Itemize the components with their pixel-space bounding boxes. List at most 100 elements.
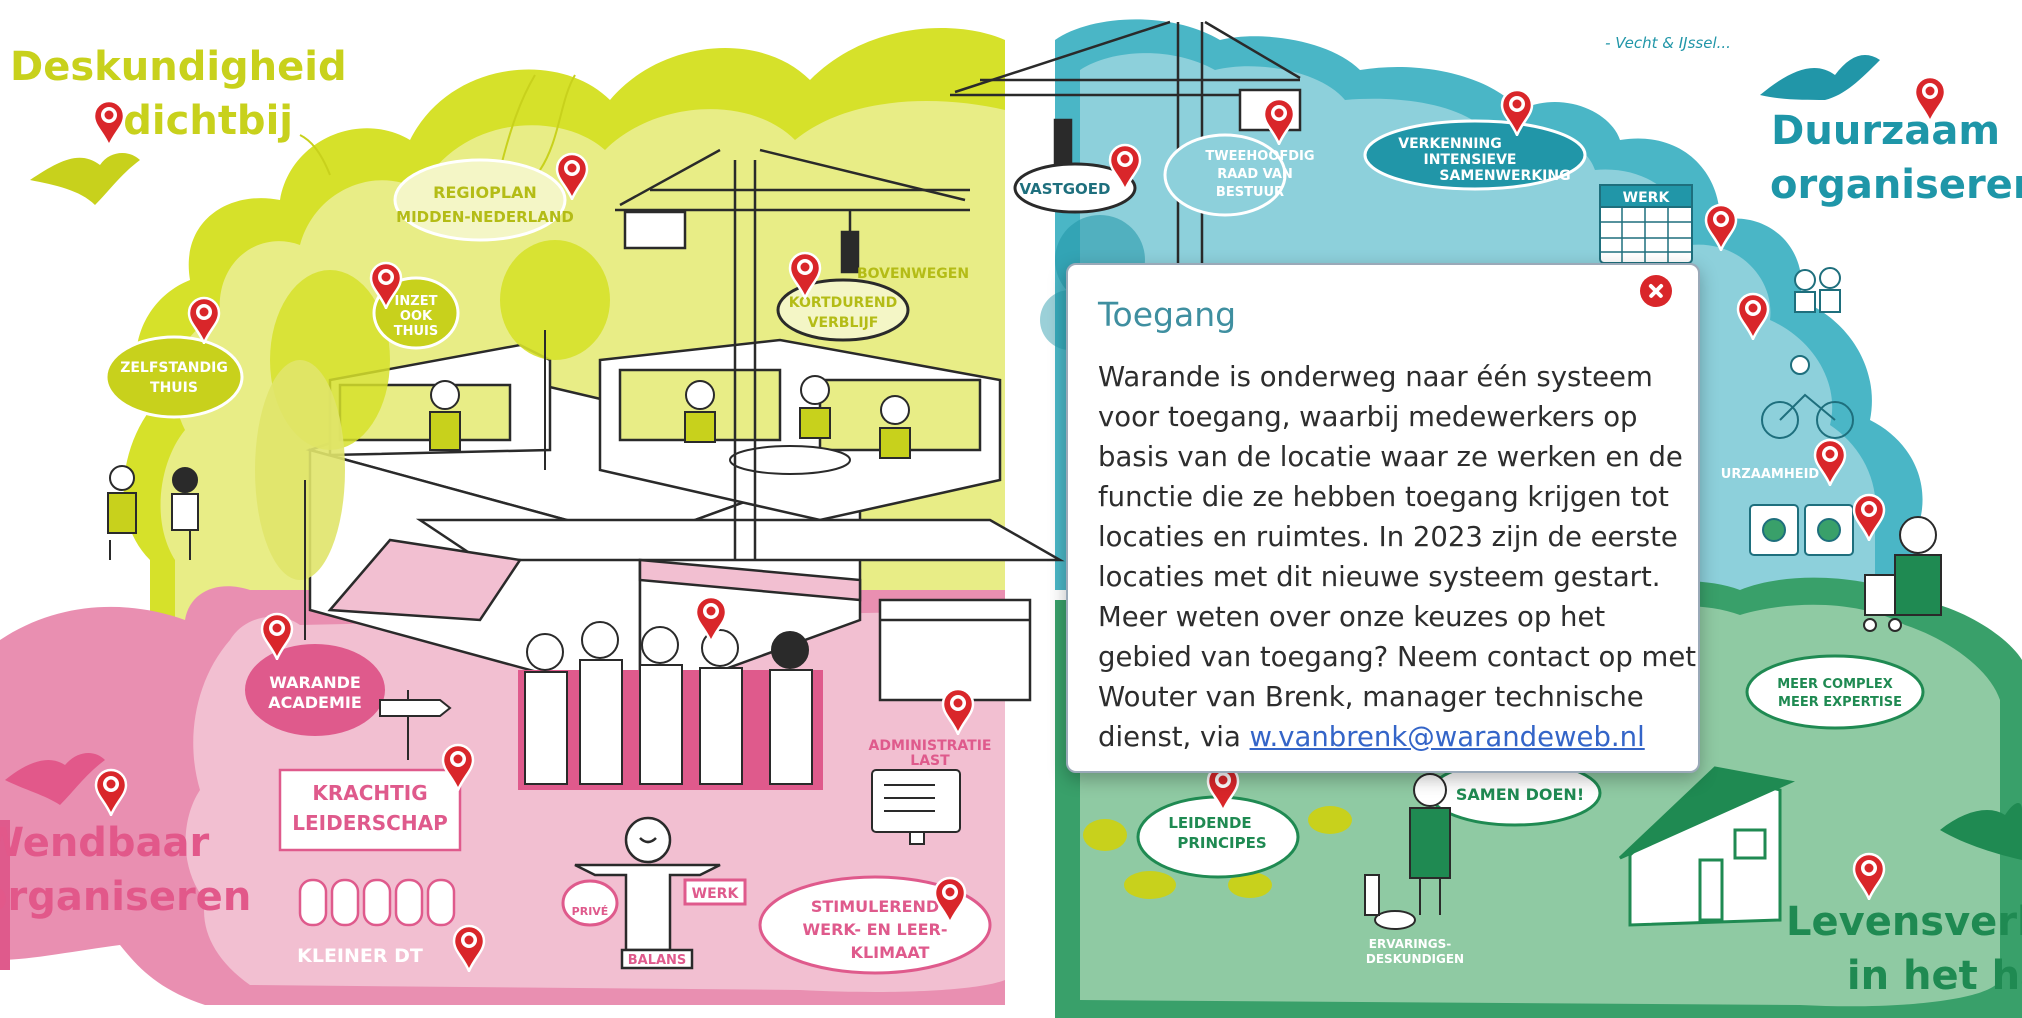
label-balans: BALANS [628,953,687,968]
heading-duurzaam[interactable]: Duurzaam organiseren [1770,104,2022,212]
label-complex-2: MEER EXPERTISE [1778,695,1902,710]
map-pin-vastgoed[interactable] [1107,143,1143,191]
label-prive: PRIVÉ [572,905,609,918]
label-regioplan: REGIOPLAN [433,183,537,202]
map-pin-werk[interactable] [1703,203,1739,251]
signpost [379,690,452,760]
map-pin-kortdurend-verblijf[interactable] [787,251,823,299]
label-tweehoofdig: TWEEHOOFDIG [1205,149,1314,164]
map-pin-administratie[interactable] [940,687,976,735]
popup-line: locaties met dit nieuwe systeem gestart. [1098,561,1661,593]
map-pin-staff[interactable] [693,595,729,643]
label-tweehoofdig-3: BESTUUR [1216,185,1284,200]
calendar-werk [1599,184,1693,264]
elderly-woman [1863,516,1942,632]
heading-wendbaar-line2: organiseren [0,874,252,920]
popup-line: Meer weten over onze keuzes op het [1098,601,1606,633]
map-pin-recycling[interactable] [1851,493,1887,541]
birds [5,55,2022,860]
label-verkenning-2: INTENSIEVE [1423,152,1516,168]
heading-levensverhaal-line1: Levensverhaal [1786,899,2022,945]
people-icons [1794,267,1841,313]
label-leidende-2: PRINCIPES [1177,834,1266,852]
popup-line: locaties en ruimtes. In 2023 zijn de eer… [1098,521,1678,553]
heading-deskundigheid[interactable]: Deskundigheid dichtbij [10,40,347,148]
map-pin-warande-academie[interactable] [259,612,295,660]
map-pin-levensverhaal[interactable] [1851,852,1887,900]
heading-deskundigheid-line2: dichtbij [123,98,293,144]
label-administratie-2: LAST [910,753,950,769]
label-warande: WARANDE [269,673,361,692]
label-warande-2: ACADEMIE [268,693,362,712]
care-scene [107,465,199,560]
label-kortdurend: KORTDUREND [789,295,898,311]
label-krachtig-2: LEIDERSCHAP [292,811,447,835]
map-pin-inzet-ook-thuis[interactable] [368,261,404,309]
heading-wendbaar-line1: Wendbaar [0,820,210,866]
email-link[interactable]: w.vanbrenk@warandeweb.nl [1249,721,1645,753]
info-popup: Toegang Warande is onderweg naar één sys… [1066,263,1700,773]
map-pin-stimulerend-klimaat[interactable] [932,876,968,924]
cyclist [1761,355,1854,439]
map-pin-krachtig-leiderschap[interactable] [440,743,476,791]
popup-line-last: dienst, via w.vanbrenk@warandeweb.nl [1098,717,1684,757]
leadership-sign [278,768,462,927]
crane-left [615,148,970,560]
label-stimulerend: STIMULEREND [811,897,939,916]
label-inzet-3: THUIS [394,324,439,339]
label-duurzaamheid: URZAAMHEID [1721,467,1820,482]
label-vecht: - Vecht & IJssel... [1605,34,1731,52]
map-pin-verkenning[interactable] [1499,88,1535,136]
academie-blob [245,644,385,736]
house [1618,766,1796,927]
popup-last-prefix: dienst, via [1098,721,1250,753]
label-ervarings-2: DESKUNDIGEN [1366,952,1464,966]
close-icon[interactable] [1640,275,1672,307]
label-administratie: ADMINISTRATIE [868,738,991,754]
label-inzet: INZET [395,294,438,309]
label-inzet-2: OOK [400,309,433,324]
label-samen: SAMEN DOEN! [1456,785,1584,804]
map-pin-deskundigheid[interactable] [91,99,127,147]
heading-wendbaar[interactable]: Wendbaar organiseren [0,816,252,924]
label-werk: WERK [692,886,740,902]
heading-duurzaam-line2: organiseren [1770,162,2022,208]
map-pin-duurzaamheid[interactable] [1812,438,1848,486]
map-pin-regioplan[interactable] [554,152,590,200]
recycle-bins [1749,504,1854,556]
balance-figure [574,816,721,970]
label-ervarings: ERVARINGS- [1369,937,1451,951]
label-krachtig: KRACHTIG [312,781,427,805]
map-pin-kleiner-dt[interactable] [451,924,487,972]
popup-line: Wouter van Brenk, manager technische [1098,681,1644,713]
label-regioplan-2: MIDDEN-NEDERLAND [396,208,574,226]
label-bovenwegen: BOVENWEGEN [857,266,969,282]
label-stimulerend-2: WERK- EN LEER- [802,920,947,939]
popup-line: gebied van toegang? Neem contact op met [1098,641,1697,673]
label-stimulerend-3: KLIMAAT [851,943,930,962]
heading-deskundigheid-line1: Deskundigheid [10,44,347,90]
map-pin-wendbaar[interactable] [93,768,129,816]
map-pin-duurzaam-2[interactable] [1735,292,1771,340]
label-kleiner: KLEINER DT [297,945,423,967]
popup-line: Warande is onderweg naar één systeem [1098,361,1653,393]
label-bubbles [104,119,1925,975]
label-leidende: LEIDENDE [1168,814,1251,832]
label-verkenning: VERKENNING [1398,136,1501,152]
map-pin-zelfstandig-thuis[interactable] [186,296,222,344]
staff-group [518,621,823,790]
heading-levensverhaal[interactable]: Levensverhaal in het hart [1786,895,2022,1003]
monitor [871,769,961,845]
woman-with-dog [1364,773,1451,930]
label-zelfstandig-2: THUIS [150,380,198,396]
popup-line: basis van de locatie waar ze werken en d… [1098,441,1683,473]
popup-line: functie die ze hebben toegang krijgen to… [1098,481,1669,513]
heading-duurzaam-line1: Duurzaam [1771,108,2000,154]
label-complex: MEER COMPLEX [1777,677,1892,692]
map-pin-tweehoofdig-bestuur[interactable] [1261,97,1297,145]
label-verkenning-3: SAMENWERKING [1439,168,1570,184]
map-pin-duurzaam[interactable] [1912,75,1948,123]
residents [429,375,911,475]
